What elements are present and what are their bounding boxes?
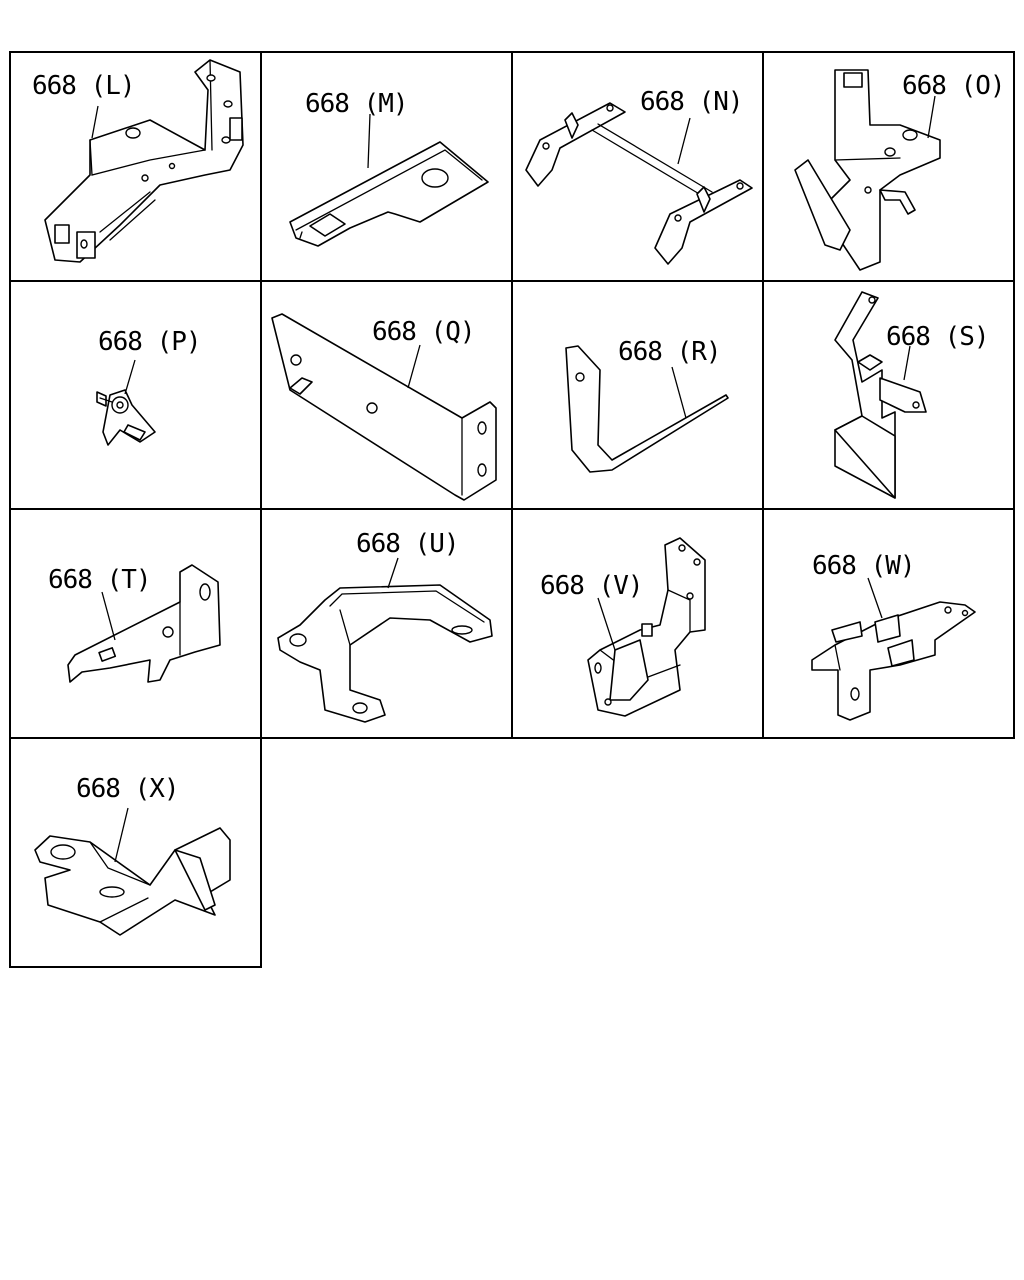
cell-m: 668 (M) <box>289 89 489 247</box>
label-r: 668 (R) <box>618 337 721 367</box>
bracket-l-drawing <box>44 59 244 263</box>
bracket-x-drawing <box>34 827 231 936</box>
label-u: 668 (U) <box>356 529 459 559</box>
bracket-v-drawing <box>587 537 706 717</box>
cell-r: 668 (R) <box>565 337 729 473</box>
label-n: 668 (N) <box>640 87 743 117</box>
cell-t: 668 (T) <box>48 564 221 683</box>
label-s: 668 (S) <box>886 322 989 352</box>
leader-o <box>927 95 936 139</box>
bracket-o-drawing <box>794 69 941 271</box>
leader-x <box>114 807 129 863</box>
cell-p: 668 (P) <box>96 327 202 446</box>
label-t: 668 (T) <box>48 565 151 595</box>
bracket-q-drawing <box>271 313 497 501</box>
cell-v: 668 (V) <box>540 537 706 717</box>
label-l: 668 (L) <box>32 71 135 101</box>
cell-u: 668 (U) <box>277 529 493 723</box>
label-p: 668 (P) <box>98 327 201 357</box>
leader-l <box>91 105 99 139</box>
grid-frame <box>9 51 1015 968</box>
label-o: 668 (O) <box>902 71 1005 101</box>
leader-n <box>677 117 691 165</box>
leader-v <box>597 597 616 651</box>
label-q: 668 (Q) <box>372 317 475 347</box>
label-x: 668 (X) <box>76 774 179 804</box>
leader-t <box>101 591 116 641</box>
bracket-w-drawing <box>811 601 976 721</box>
cell-o: 668 (O) <box>794 69 1006 271</box>
bracket-n-drawing <box>525 102 753 265</box>
leader-s <box>903 345 911 381</box>
label-m: 668 (M) <box>305 89 408 119</box>
cell-n: 668 (N) <box>525 87 753 265</box>
bracket-t-drawing <box>67 564 221 683</box>
bracket-r-drawing <box>565 345 729 473</box>
cell-x: 668 (X) <box>34 774 231 936</box>
leader-r <box>671 366 687 419</box>
bracket-u-drawing <box>277 584 493 723</box>
cell-q: 668 (Q) <box>271 313 497 501</box>
leader-u <box>387 557 399 589</box>
bracket-m-drawing <box>289 141 489 247</box>
clip-p-drawing <box>96 389 156 446</box>
leader-p <box>124 359 136 395</box>
cell-w: 668 (W) <box>811 551 976 721</box>
label-w: 668 (W) <box>812 551 915 581</box>
bracket-s-drawing <box>834 291 927 499</box>
cell-l: 668 (L) <box>32 59 244 263</box>
label-v: 668 (V) <box>540 571 643 601</box>
cell-s: 668 (S) <box>834 291 990 499</box>
leader-m <box>367 113 371 169</box>
leader-w <box>867 577 883 619</box>
leader-q <box>407 344 421 389</box>
